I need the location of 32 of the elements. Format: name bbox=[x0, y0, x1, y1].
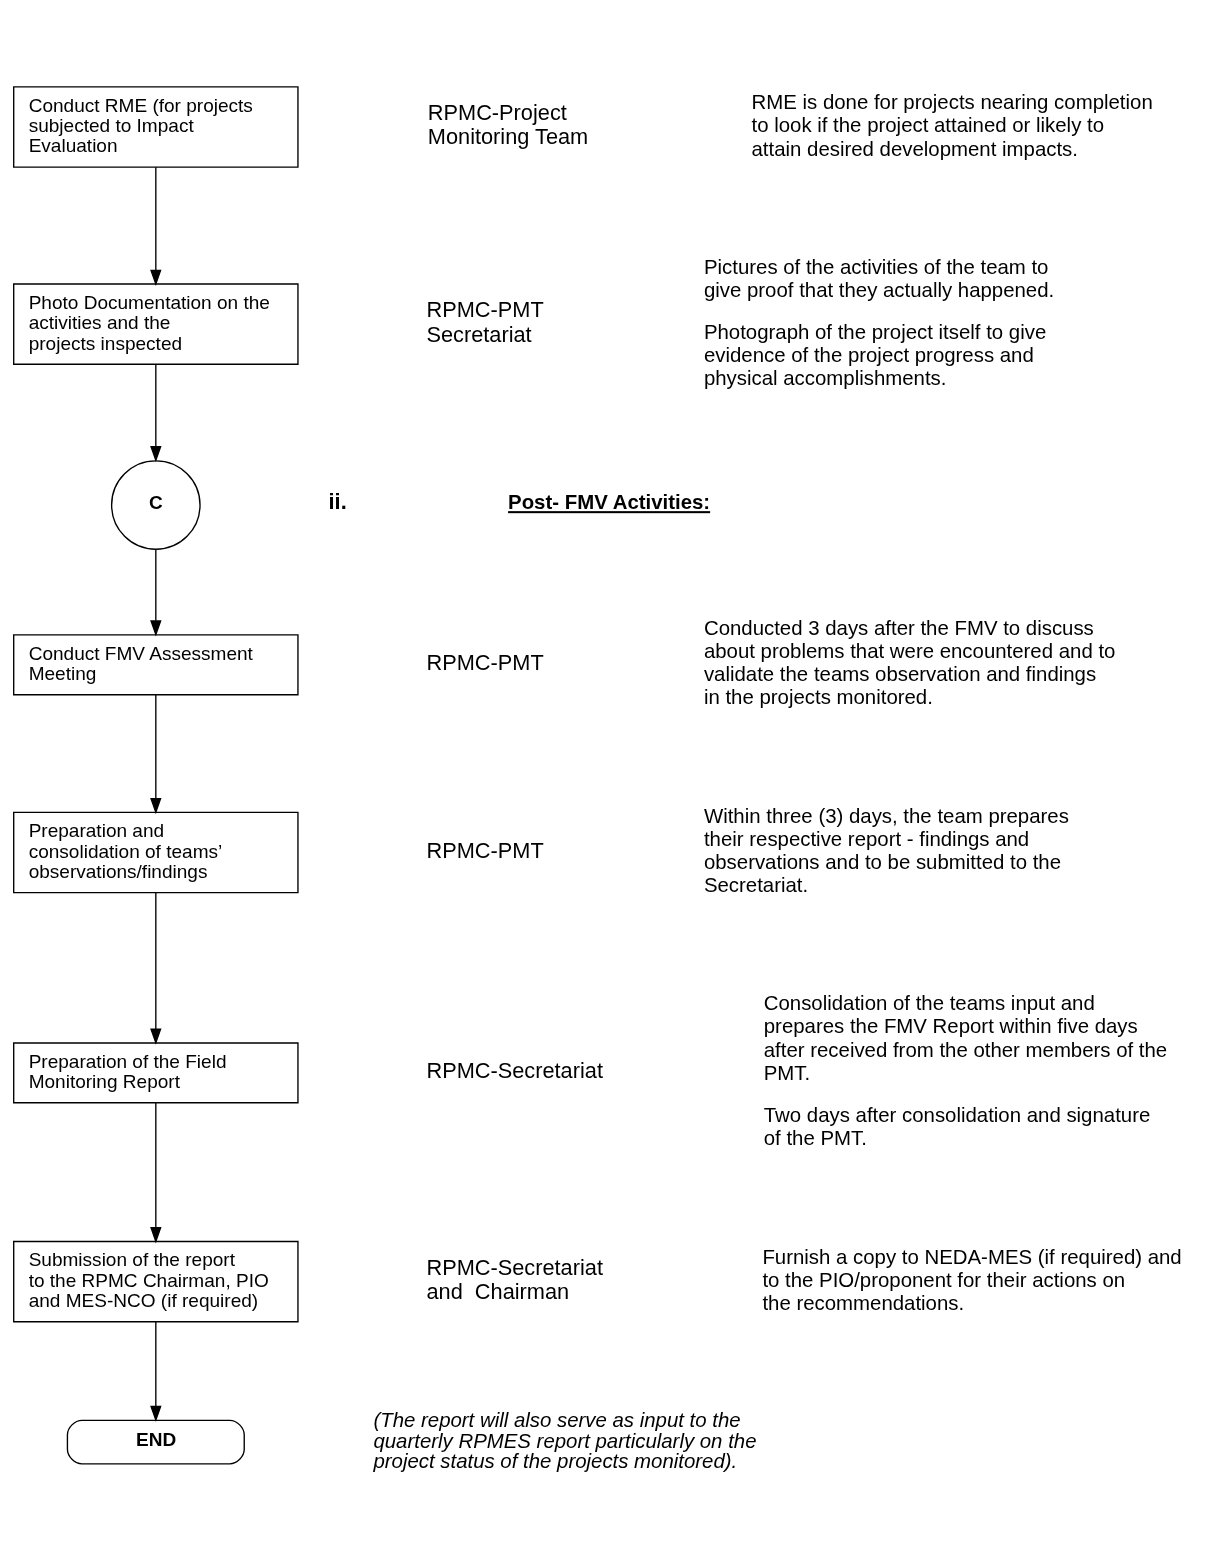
label: RPMC-PMT bbox=[426, 649, 544, 675]
arrow bbox=[150, 1101, 162, 1243]
arrow bbox=[150, 891, 162, 1045]
label: Within three (3) days, the team prepares their respective report - findings and observations and to be submitted to the Secretariat. bbox=[703, 804, 1069, 896]
label: Consolidation of the teams input and prepares the FMV Report within five days after received from the other members of the PMT. bbox=[763, 991, 1168, 1084]
label: Two days after consolidation and signature of the PMT. bbox=[763, 1103, 1151, 1149]
label: Conducted 3 days after the FMV to discuss about problems that were encountered and to validate the teams observation and findings in the projects monitored. bbox=[703, 616, 1116, 708]
node-box: END bbox=[66, 1419, 245, 1465]
node-box: Conduct RME (for projects subjected to Impact Evaluation bbox=[13, 85, 299, 168]
label: Pictures of the activities of the team to give proof that they actually happened. bbox=[703, 255, 1055, 301]
label: RME is done for projects nearing completion to look if the project attained or likely to attain desired development impacts. bbox=[751, 90, 1153, 160]
node-box: Conduct FMV Assessment Meeting bbox=[13, 633, 299, 695]
node-box: Submission of the report to the RPMC Chairman, PIO and MES-NCO (if required) bbox=[13, 1240, 299, 1322]
label: Post- FMV Activities: bbox=[508, 490, 711, 513]
arrow bbox=[150, 1320, 162, 1422]
arrow bbox=[150, 363, 162, 462]
label: RPMC-Secretariat bbox=[426, 1057, 603, 1083]
label: ii. bbox=[328, 488, 347, 514]
arrow bbox=[150, 693, 162, 814]
label: RPMC-Secretariat and Chairman bbox=[426, 1254, 603, 1304]
label: RPMC-Project Monitoring Team bbox=[427, 99, 589, 149]
node-box: Photo Documentation on the activities and the projects inspected bbox=[13, 282, 299, 365]
label: Photograph of the project itself to give evidence of the project progress and physical accomplishments. bbox=[703, 320, 1047, 389]
label: RPMC-PMT Secretariat bbox=[426, 296, 544, 347]
label: (The report will also serve as input to the quarterly RPMES report particularly on the project status of the projects monitored). bbox=[373, 1408, 757, 1472]
label: RPMC-PMT bbox=[426, 837, 544, 863]
arrow bbox=[150, 166, 162, 286]
node-circle: C bbox=[110, 459, 201, 550]
node-box: Preparation and consolidation of teams’ observations/findings bbox=[13, 811, 299, 893]
label: Furnish a copy to NEDA-MES (if required) and to the PIO/proponent for their actions on the recommendations. bbox=[762, 1245, 1182, 1314]
arrow bbox=[150, 548, 162, 637]
node-box: Preparation of the Field Monitoring Report bbox=[13, 1041, 299, 1103]
